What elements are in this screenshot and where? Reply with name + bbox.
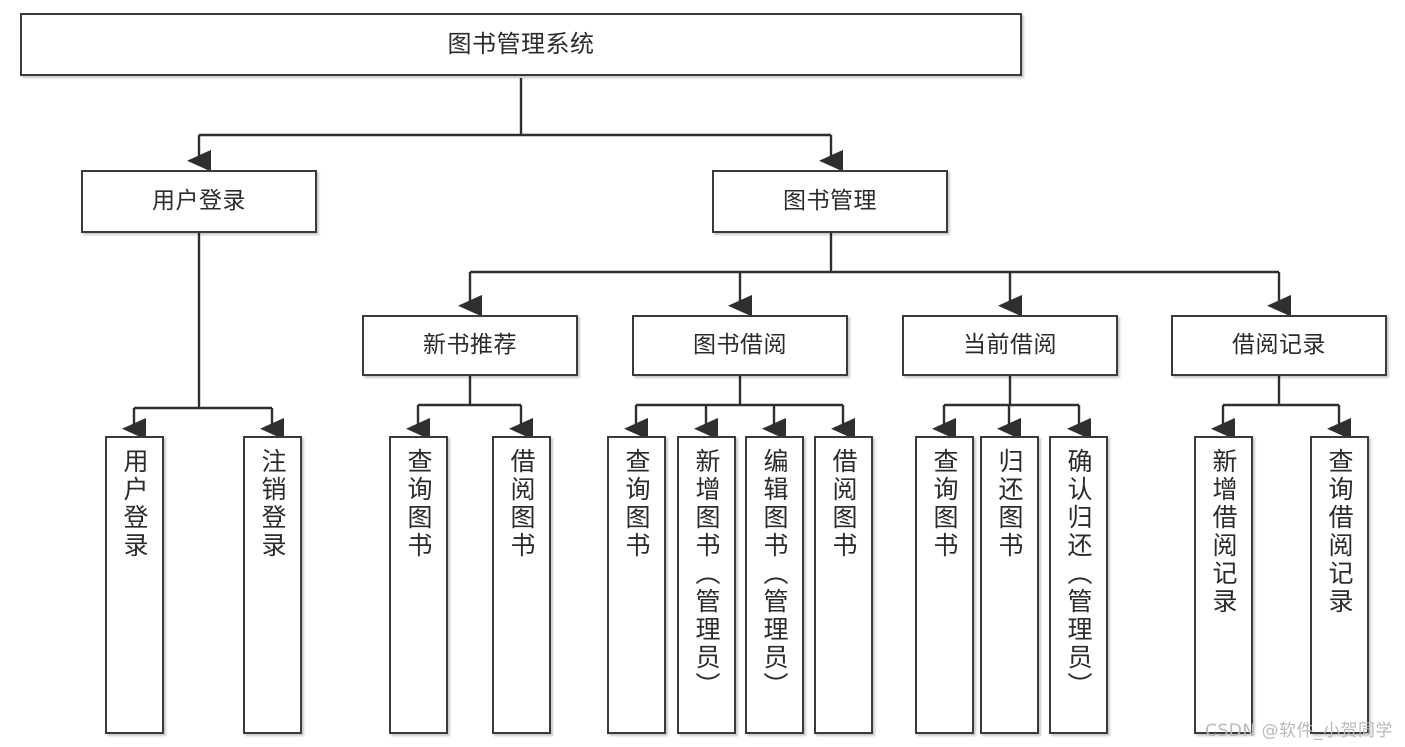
leaf-borrow-add-book[interactable]: 新增图书（管理员） bbox=[677, 436, 736, 734]
node-user-login[interactable]: 用户登录 bbox=[81, 170, 317, 233]
leaf-borrow-query-book-label: 查询图书 bbox=[622, 448, 651, 560]
node-book-borrow-label: 图书借阅 bbox=[693, 331, 787, 358]
leaf-borrow-edit-book-label: 编辑图书（管理员） bbox=[760, 448, 789, 700]
leaf-current-query-book-label: 查询图书 bbox=[930, 448, 959, 560]
node-root[interactable]: 图书管理系统 bbox=[20, 13, 1022, 76]
node-current-borrow-label: 当前借阅 bbox=[963, 331, 1057, 358]
leaf-user-login-signin[interactable]: 用户登录 bbox=[105, 436, 164, 734]
leaf-borrow-edit-book[interactable]: 编辑图书（管理员） bbox=[745, 436, 804, 734]
leaf-user-login-signout-label: 注销登录 bbox=[258, 448, 287, 560]
leaf-recommend-borrow-book[interactable]: 借阅图书 bbox=[492, 436, 551, 734]
leaf-current-return-book[interactable]: 归还图书 bbox=[980, 436, 1039, 734]
leaf-recommend-query-book-label: 查询图书 bbox=[404, 448, 433, 560]
node-new-book-recommend[interactable]: 新书推荐 bbox=[362, 315, 578, 376]
node-new-book-recommend-label: 新书推荐 bbox=[423, 331, 517, 358]
node-root-label: 图书管理系统 bbox=[447, 30, 595, 59]
leaf-borrow-borrow-book-label: 借阅图书 bbox=[829, 448, 858, 560]
node-borrow-record[interactable]: 借阅记录 bbox=[1171, 315, 1387, 376]
leaf-record-add-record[interactable]: 新增借阅记录 bbox=[1194, 436, 1253, 734]
leaf-record-query-record[interactable]: 查询借阅记录 bbox=[1310, 436, 1369, 734]
node-user-login-label: 用户登录 bbox=[152, 187, 246, 214]
leaf-user-login-signin-label: 用户登录 bbox=[120, 448, 149, 560]
leaf-borrow-query-book[interactable]: 查询图书 bbox=[607, 436, 666, 734]
leaf-recommend-borrow-book-label: 借阅图书 bbox=[507, 448, 536, 560]
leaf-current-confirm-return[interactable]: 确认归还（管理员） bbox=[1049, 436, 1108, 734]
leaf-borrow-add-book-label: 新增图书（管理员） bbox=[692, 448, 721, 700]
leaf-recommend-query-book[interactable]: 查询图书 bbox=[389, 436, 448, 734]
node-current-borrow[interactable]: 当前借阅 bbox=[902, 315, 1118, 376]
node-book-borrow[interactable]: 图书借阅 bbox=[632, 315, 848, 376]
leaf-current-query-book[interactable]: 查询图书 bbox=[915, 436, 974, 734]
node-borrow-record-label: 借阅记录 bbox=[1232, 331, 1326, 358]
leaf-record-add-record-label: 新增借阅记录 bbox=[1209, 448, 1238, 616]
leaf-record-query-record-label: 查询借阅记录 bbox=[1325, 448, 1354, 616]
leaf-current-confirm-return-label: 确认归还（管理员） bbox=[1064, 448, 1093, 700]
leaf-user-login-signout[interactable]: 注销登录 bbox=[243, 436, 302, 734]
node-book-management-label: 图书管理 bbox=[783, 187, 877, 214]
leaf-borrow-borrow-book[interactable]: 借阅图书 bbox=[814, 436, 873, 734]
node-book-management[interactable]: 图书管理 bbox=[712, 170, 948, 233]
leaf-current-return-book-label: 归还图书 bbox=[995, 448, 1024, 560]
